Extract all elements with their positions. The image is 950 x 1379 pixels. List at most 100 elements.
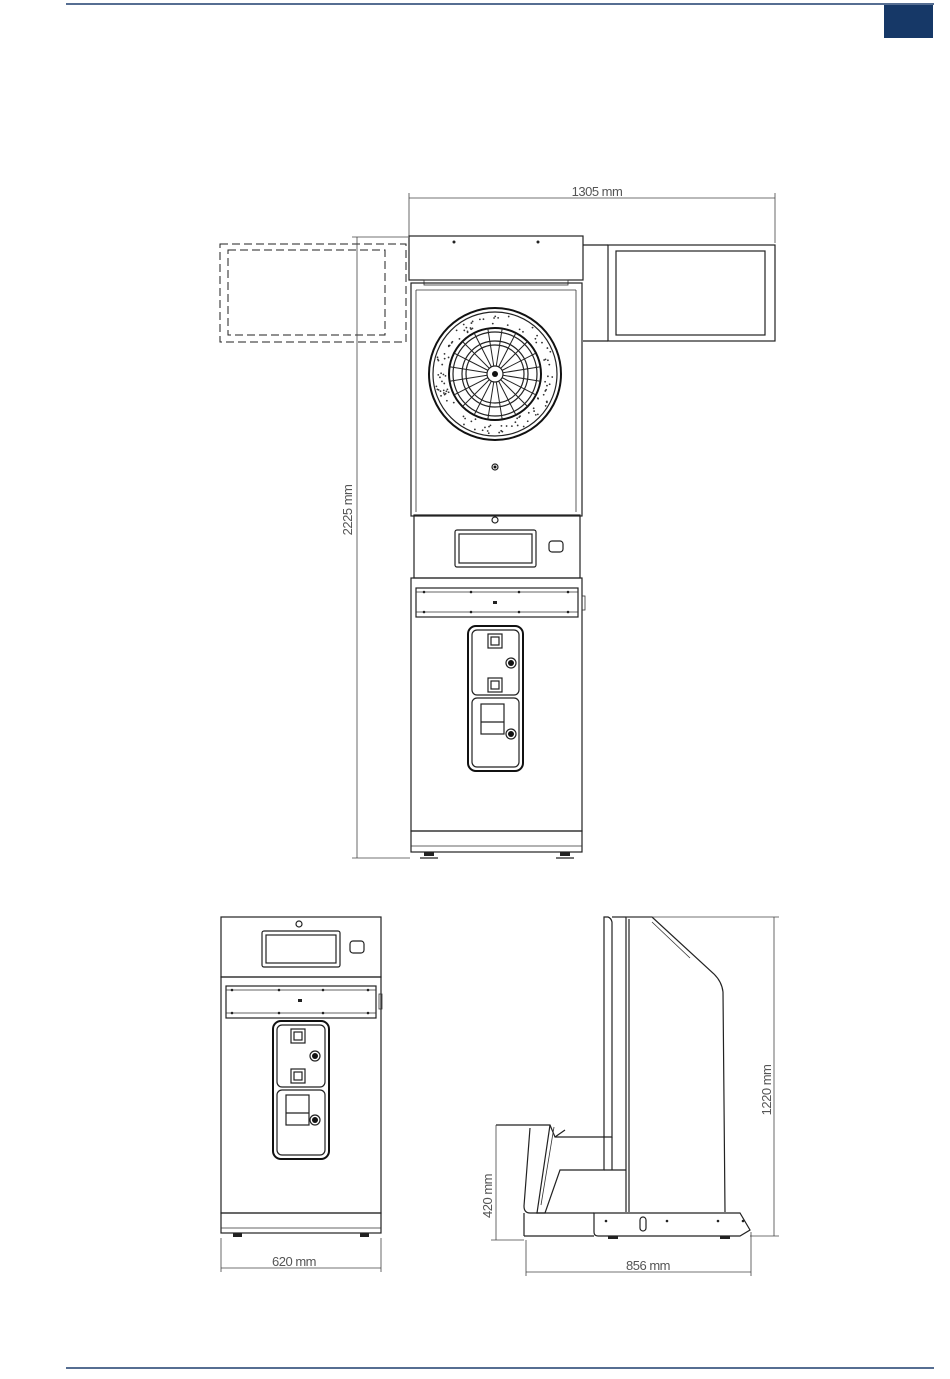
dartboard-surround-dot (437, 358, 439, 360)
dartboard-surround-dot (514, 421, 516, 423)
dartboard-surround-dot (537, 398, 539, 400)
dartboard-surround-dot (456, 329, 458, 331)
dartboard-segment-line (503, 375, 541, 381)
dartboard-surround-dot (545, 405, 547, 407)
dartboard-surround-dot (437, 356, 439, 358)
dartboard-surround-dot (541, 342, 543, 344)
dartboard-surround-dot (448, 345, 450, 347)
front-view-full: 1305 mm (220, 184, 775, 858)
dartboard-surround-dot (484, 427, 486, 429)
dartboard-surround-dot (498, 432, 500, 434)
dartboard-surround-dot (443, 374, 445, 376)
dartboard-surround-dot (439, 376, 441, 378)
dartboard-segment-line (488, 329, 494, 367)
left-screen-dashed (220, 244, 406, 342)
dartboard-surround-dot (467, 330, 469, 332)
dartboard-surround-dot (547, 375, 549, 377)
dartboard-surround-dot (507, 324, 509, 326)
dartboard-surround-dot (436, 389, 438, 391)
dim-cabinet-width: 620 mm (272, 1254, 316, 1269)
dartboard-surround-dot (543, 394, 545, 396)
dartboard-surround-dot (437, 374, 439, 376)
dartboard-surround-dot (551, 376, 553, 378)
dartboard-surround-dot (492, 323, 494, 325)
dartboard-segment-line (496, 329, 502, 367)
dartboard-surround-dot (464, 418, 466, 420)
dartboard-surround-dot (532, 327, 534, 329)
dartboard-surround-dot (470, 327, 472, 329)
dartboard-surround-dot (443, 392, 445, 394)
dartboard-surround-dot (482, 429, 484, 431)
dartboard-surround-dot (544, 381, 546, 383)
dartboard-surround-dot (497, 317, 499, 319)
dartboard-segment-line (488, 382, 494, 420)
dim-total-width: 1305 mm (572, 184, 623, 199)
dartboard-surround-dot (544, 390, 546, 392)
dartboard-surround-dot (487, 430, 489, 432)
dartboard-surround-dot (471, 322, 473, 324)
dartboard-surround-dot (493, 317, 495, 319)
dartboard-surround-dot (459, 338, 461, 340)
dartboard-surround-dot (535, 342, 537, 344)
dim-total-height: 2225 mm (340, 485, 355, 536)
dartboard-segment-line (496, 382, 502, 420)
dartboard-surround-dot (483, 318, 485, 320)
dartboard-surround-dot (465, 327, 467, 329)
dartboard-surround-dot (440, 372, 442, 374)
dartboard-surround-dot (546, 347, 548, 349)
dartboard-surround-dot (470, 420, 472, 422)
dartboard-surround-dot (527, 420, 529, 422)
dartboard-surround-dot (548, 364, 550, 366)
dartboard-surround-dot (446, 390, 448, 392)
dartboard-surround-dot (522, 331, 524, 333)
dartboard-surround-dot (445, 393, 447, 395)
cabinet-front-view: 620 mm (221, 917, 382, 1272)
dartboard-segment-line (503, 367, 541, 373)
dartboard-surround-dot (506, 425, 508, 427)
dartboard-surround-dot (472, 321, 474, 323)
dartboard-surround-dot (475, 418, 477, 420)
dartboard-surround-dot (443, 383, 445, 385)
dartboard-surround-dot (479, 318, 481, 320)
dartboard (429, 308, 561, 440)
dim-cabinet-height: 1220 mm (759, 1065, 774, 1116)
dartboard-surround-dot (519, 415, 521, 417)
dartboard-surround-dot (533, 407, 535, 409)
dartboard-segment-line (450, 367, 488, 373)
dartboard-surround-dot (547, 359, 549, 361)
dim-cabinet-depth: 856 mm (626, 1258, 670, 1273)
dartboard-surround-dot (488, 432, 490, 434)
dartboard-surround-dot (534, 338, 536, 340)
dartboard-surround-dot (546, 385, 548, 387)
dartboard-surround-dot (463, 416, 465, 418)
dartboard-surround-dot (501, 425, 503, 427)
dartboard-surround-dot (446, 400, 448, 402)
dartboard-surround-dot (474, 429, 476, 431)
dartboard-surround-dot (444, 353, 446, 355)
dartboard-surround-dot (490, 425, 492, 427)
right-screen (583, 245, 775, 341)
dartboard-segment-line (450, 375, 488, 381)
dartboard-surround-dot (528, 412, 530, 414)
dartboard-surround-dot (511, 425, 513, 427)
cabinet-side-view: 1220 mm 420 mm 856 mm (480, 917, 779, 1276)
coin-panel (468, 626, 523, 771)
dartboard-surround-dot (549, 383, 551, 385)
dartboard-surround-dot (516, 417, 518, 419)
dartboard-surround-dot (448, 357, 450, 359)
dartboard-surround-dot (453, 402, 455, 404)
dartboard-surround-dot (533, 410, 535, 412)
dartboard-surround-dot (500, 430, 502, 432)
dartboard-surround-dot (447, 388, 449, 390)
dartboard-surround-dot (440, 390, 442, 392)
dim-step-height: 420 mm (480, 1174, 495, 1218)
dartboard-surround-dot (488, 426, 490, 428)
dartboard-surround-dot (445, 375, 447, 377)
dartboard-surround-dot (472, 328, 474, 330)
dartboard-surround-dot (523, 426, 525, 428)
dartboard-surround-dot (463, 424, 465, 426)
dartboard-surround-dot (444, 358, 446, 360)
dartboard-surround-dot (545, 358, 547, 360)
dartboard-surround-dot (451, 342, 453, 344)
